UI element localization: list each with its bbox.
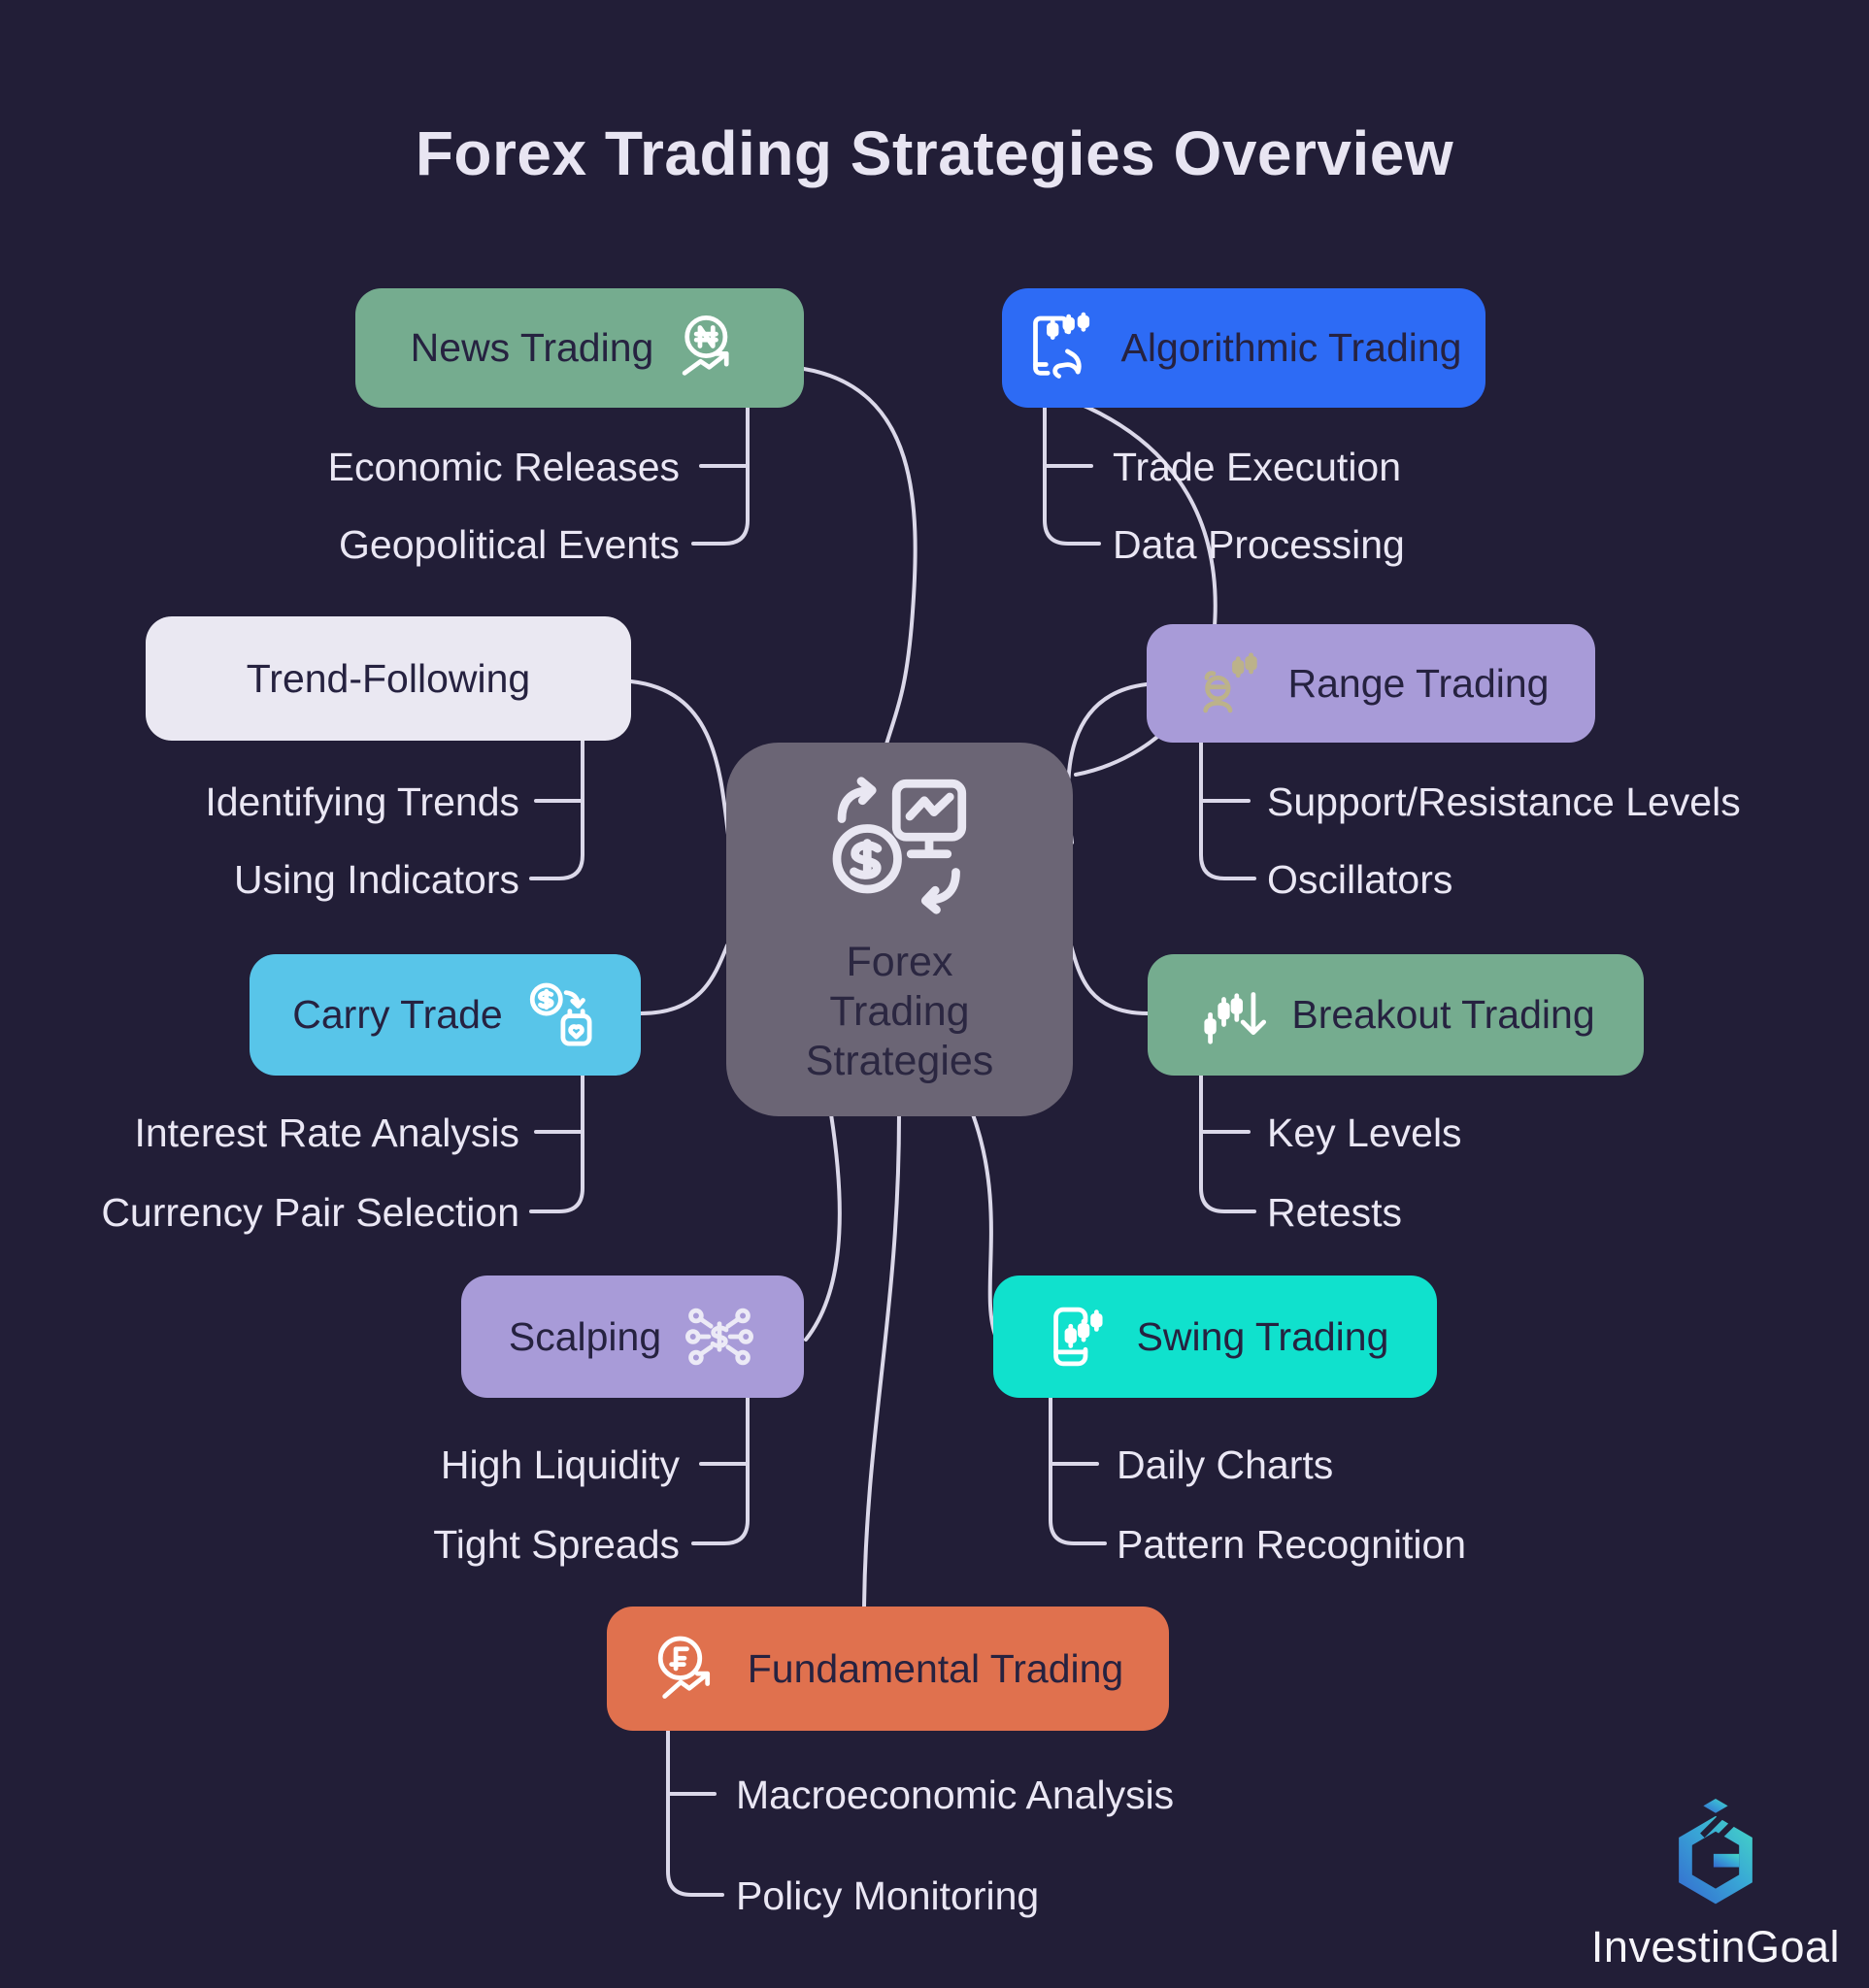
- connector-scalping-to-center: [804, 1112, 842, 1342]
- connector-trend-children: [529, 738, 584, 880]
- subtopic-support-resistance-levels: Support/Resistance Levels: [1267, 779, 1741, 824]
- page-title: Forex Trading Strategies Overview: [415, 117, 1454, 188]
- phone-candlesticks-icon: [1052, 1307, 1103, 1367]
- subtopic-high-liquidity: High Liquidity: [440, 1442, 680, 1487]
- subtopic-policy-monitoring: Policy Monitoring: [736, 1873, 1040, 1918]
- connector-range-to-center: [1066, 682, 1149, 845]
- subtopic-economic-releases: Economic Releases: [327, 445, 680, 489]
- node-algorithmic-trading-label: Algorithmic Trading: [1120, 325, 1462, 370]
- connector-news-to-center: [802, 367, 918, 749]
- currency-exchange-monitor-icon: [832, 777, 966, 915]
- node-carry-trade-label: Carry Trade: [292, 992, 503, 1037]
- subtopic-oscillators: Oscillators: [1267, 857, 1453, 902]
- connector-carry-children: [529, 1073, 584, 1213]
- connector-swing-children: [1049, 1395, 1107, 1545]
- connector-algorithmic-to-center: [1002, 379, 1218, 777]
- subtopic-macroeconomic-analysis: Macroeconomic Analysis: [736, 1773, 1175, 1817]
- subtopic-tight-spreads: Tight Spreads: [433, 1522, 680, 1567]
- node-fundamental-trading: Fundamental Trading: [607, 1607, 1169, 1731]
- node-swing-trading-label: Swing Trading: [1136, 1313, 1389, 1359]
- node-range-trading-label: Range Trading: [1287, 660, 1550, 706]
- central-node-label: Forex Trading Strategies: [805, 939, 994, 1084]
- subtopic-interest-rate-analysis: Interest Rate Analysis: [134, 1110, 519, 1155]
- subtopic-key-levels: Key Levels: [1267, 1110, 1462, 1155]
- connector-carry-to-center: [639, 944, 729, 1015]
- connector-breakout-children: [1199, 1073, 1256, 1213]
- subtopic-trade-execution: Trade Execution: [1113, 445, 1402, 489]
- subtopic-using-indicators: Using Indicators: [234, 857, 519, 902]
- connector-scalping-children: [691, 1395, 750, 1545]
- subtopic-pattern-recognition: Pattern Recognition: [1117, 1522, 1467, 1567]
- connector-swing-to-center: [971, 1112, 998, 1340]
- node-trend-following: Trend-Following: [146, 616, 631, 741]
- subtopic-geopolitical-events: Geopolitical Events: [339, 522, 680, 567]
- connector-fundamental-children: [666, 1728, 724, 1897]
- central-node-forex-trading-strategies: Forex Trading Strategies: [726, 743, 1073, 1116]
- subtopic-identifying-trends: Identifying Trends: [205, 779, 519, 824]
- subtopic-daily-charts: Daily Charts: [1117, 1442, 1334, 1487]
- node-breakout-trading: Breakout Trading: [1148, 954, 1644, 1076]
- subtopic-currency-pair-selection: Currency Pair Selection: [101, 1190, 519, 1235]
- subtopic-data-processing: Data Processing: [1113, 522, 1405, 567]
- node-swing-trading: Swing Trading: [993, 1276, 1437, 1398]
- node-scalping: Scalping: [461, 1276, 804, 1398]
- connector-fundamental-to-center: [862, 1112, 901, 1610]
- node-carry-trade: Carry Trade: [250, 954, 641, 1076]
- connector-breakout-to-center: [1069, 944, 1150, 1015]
- coin-transfer-bag-icon: [529, 982, 592, 1046]
- node-news-trading-label: News Trading: [410, 325, 654, 370]
- tablet-candlesticks-icon: [1032, 312, 1089, 379]
- node-range-trading: Range Trading: [1147, 624, 1595, 743]
- trader-person-icon: [1202, 652, 1257, 713]
- node-fundamental-trading-label: Fundamental Trading: [747, 1645, 1124, 1691]
- connector-algorithmic-children: [1043, 405, 1101, 546]
- dollar-network-icon: [685, 1308, 754, 1366]
- node-trend-following-label: Trend-Following: [246, 655, 531, 701]
- node-breakout-trading-label: Breakout Trading: [1291, 992, 1595, 1037]
- naira-trend-icon: [683, 315, 729, 376]
- connector-trend-to-center: [629, 679, 731, 845]
- connector-range-children: [1199, 740, 1256, 880]
- node-scalping-label: Scalping: [508, 1313, 662, 1359]
- investingoal-logo-text: InvestinGoal: [1590, 1922, 1841, 1971]
- franc-trend-icon: [657, 1636, 710, 1699]
- connector-news-children: [691, 405, 750, 546]
- subtopic-retests: Retests: [1267, 1190, 1402, 1235]
- investingoal-logo: [1679, 1799, 1752, 1905]
- investingoal-brand: InvestinGoal: [1583, 1798, 1849, 1972]
- candlesticks-arrow-down-icon: [1204, 991, 1267, 1044]
- node-algorithmic-trading: Algorithmic Trading: [1002, 288, 1485, 408]
- node-news-trading: News Trading: [355, 288, 804, 408]
